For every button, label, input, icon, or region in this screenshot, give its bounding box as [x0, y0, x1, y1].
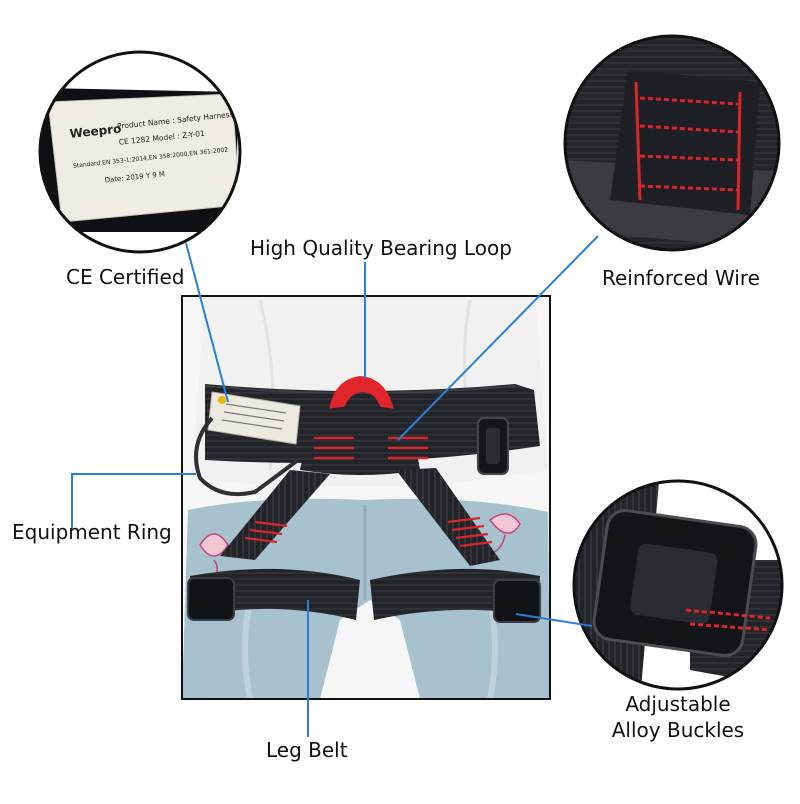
callout-wire — [397, 235, 599, 441]
callout-ring — [71, 473, 196, 530]
svg-text:Weepro: Weepro — [69, 122, 122, 141]
equipment-ring-wire — [194, 416, 300, 497]
buckles-label: Adjustable Alloy Buckles — [598, 691, 758, 743]
bearing-loop-label: High Quality Bearing Loop — [250, 236, 512, 260]
reinforced-wire-closeup — [565, 36, 779, 250]
reinforced-wire-label: Reinforced Wire — [602, 266, 760, 290]
callout-buckles — [515, 613, 593, 627]
jeans-embroidery — [199, 513, 521, 583]
bearing-loop — [328, 376, 396, 424]
ce-label-closeup: Weepro Product Name : Safety Harness CE … — [40, 52, 240, 252]
alloy-buckle-closeup — [574, 481, 782, 689]
callout-ce — [185, 242, 229, 403]
ce-certified-label: CE Certified — [66, 265, 185, 289]
leg-belt-label: Leg Belt — [266, 738, 348, 762]
belt-label — [207, 391, 301, 445]
equipment-ring-label: Equipment Ring — [12, 520, 172, 544]
buckles-label-line2: Alloy Buckles — [611, 718, 745, 742]
reinforced-stitching — [314, 436, 428, 460]
callout-lines — [71, 235, 599, 737]
buckles-label-line1: Adjustable — [625, 692, 731, 716]
